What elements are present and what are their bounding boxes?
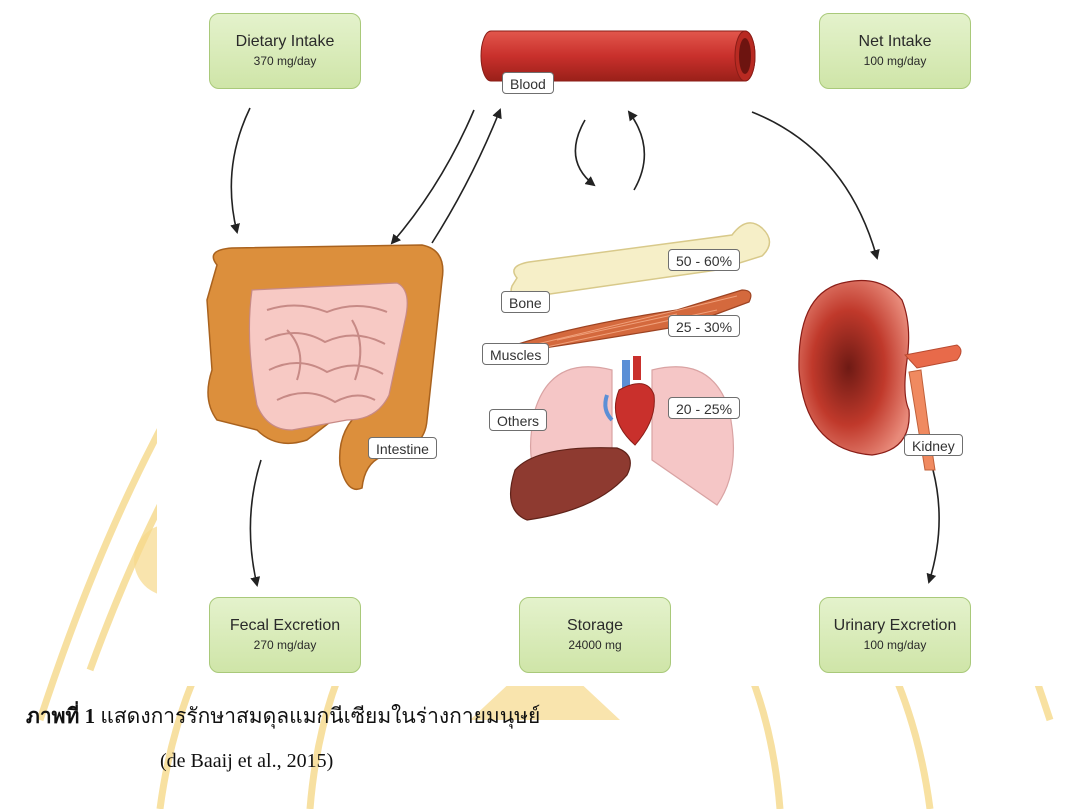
storage-box: Storage 24000 mg [519,597,671,673]
urinary-excretion-value: 100 mg/day [820,638,970,652]
magnesium-balance-figure: Dietary Intake 370 mg/day Net Intake 100… [157,0,1049,686]
net-intake-value: 100 mg/day [820,54,970,68]
bone-percentage-label: 50 - 60% [668,249,740,271]
kidney-label: Kidney [904,434,963,456]
liver-icon [511,448,631,520]
diagram-graphics [157,0,1049,686]
muscles-label: Muscles [482,343,549,365]
fecal-excretion-box: Fecal Excretion 270 mg/day [209,597,361,673]
net-intake-box: Net Intake 100 mg/day [819,13,971,89]
figure-caption: ภาพที่ 1 แสดงการรักษาสมดุลแมกนีเซียมในร่… [26,700,540,733]
dietary-intake-value: 370 mg/day [210,54,360,68]
dietary-intake-title: Dietary Intake [210,33,360,51]
fecal-excretion-value: 270 mg/day [210,638,360,652]
urinary-excretion-title: Urinary Excretion [820,617,970,635]
dietary-intake-box: Dietary Intake 370 mg/day [209,13,361,89]
fecal-excretion-title: Fecal Excretion [210,617,360,635]
others-percentage-label: 20 - 25% [668,397,740,419]
blood-label: Blood [502,72,554,94]
muscles-percentage-label: 25 - 30% [668,315,740,337]
net-intake-title: Net Intake [820,33,970,51]
figure-citation: (de Baaij et al., 2015) [160,750,333,773]
urinary-excretion-box: Urinary Excretion 100 mg/day [819,597,971,673]
figure-label: ภาพที่ 1 [26,704,95,728]
intestine-label: Intestine [368,437,437,459]
storage-title: Storage [520,617,670,635]
storage-value: 24000 mg [520,638,670,652]
figure-caption-text: แสดงการรักษาสมดุลแมกนีเซียมในร่างกายมนุษ… [100,704,540,728]
heart-icon [605,356,654,445]
others-label: Others [489,409,547,431]
bone-label: Bone [501,291,550,313]
